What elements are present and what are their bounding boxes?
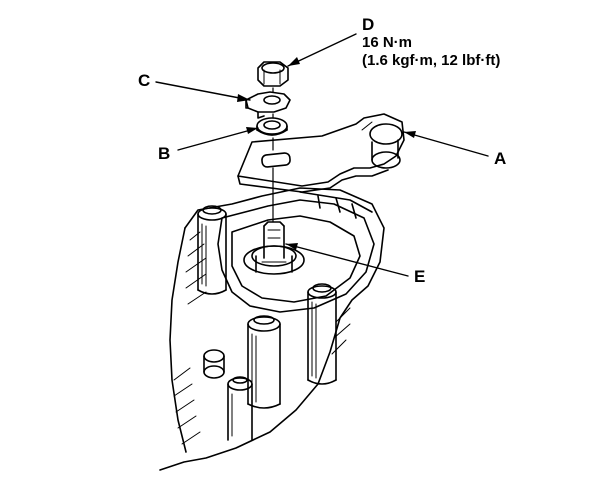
callout-e: E [414, 267, 426, 286]
leader-e [285, 243, 409, 277]
nut-d [257, 61, 289, 87]
lock-plate-c [245, 91, 291, 119]
arrowhead-b [246, 127, 258, 134]
leader-a [403, 131, 489, 157]
side-bolt [203, 349, 225, 379]
leader-c [155, 81, 251, 101]
leader-b [177, 127, 259, 151]
leader-arrowheads [237, 57, 416, 250]
shaft-assembly [243, 221, 305, 275]
bracket-a [237, 113, 405, 193]
torque-spec-value: 16 N·m [362, 34, 413, 51]
callout-a: A [494, 149, 507, 168]
leader-d [287, 33, 357, 67]
callout-b: B [158, 144, 171, 163]
post-center-lower [247, 315, 281, 409]
callout-c: C [138, 71, 151, 90]
callout-d: D [362, 15, 375, 34]
washer-b [256, 117, 288, 136]
post-left [197, 205, 227, 295]
leader-lines [155, 33, 489, 277]
torque-spec-conversion: (1.6 kgf·m, 12 lbf·ft) [362, 52, 501, 69]
post-right [307, 283, 337, 385]
arrowhead-c [237, 94, 250, 102]
arrowhead-a [404, 131, 416, 138]
arrowhead-d [288, 57, 300, 66]
arrowhead-e [286, 243, 298, 250]
post-lower-left [227, 376, 253, 441]
